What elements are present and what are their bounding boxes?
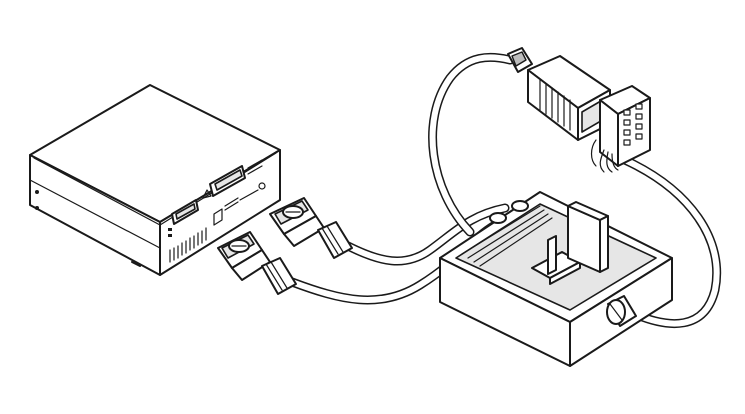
- cable-right-connector-to-box: [343, 203, 510, 266]
- main-unit: [29, 84, 281, 276]
- terminal-screws: [623, 103, 643, 146]
- foot-icon: [35, 190, 39, 194]
- led-icon: [168, 234, 172, 237]
- module-plug: [507, 47, 533, 73]
- foot-icon: [35, 206, 39, 210]
- rating-label: [213, 197, 239, 226]
- warning-icon: [202, 189, 212, 199]
- terminal-wires: [590, 139, 619, 173]
- cable-entry-top: [489, 200, 529, 224]
- vent-slits: [169, 227, 207, 263]
- cable-box-to-module-plug: [428, 52, 515, 237]
- d-sub-socket-right: [209, 165, 246, 197]
- d-sub-connector-right: [269, 197, 353, 259]
- heat-fins: [539, 79, 571, 131]
- mounting-bracket: [531, 201, 609, 285]
- module-stack: [507, 47, 651, 173]
- led-icon: [168, 228, 172, 231]
- screw-icon: [258, 182, 266, 190]
- cable-gland: [606, 295, 637, 327]
- d-sub-socket-left: [171, 199, 199, 225]
- terminal-box: [439, 191, 673, 367]
- cable-module-to-gland: [620, 155, 722, 328]
- d-sub-connector-left: [217, 231, 297, 295]
- front-panel: [168, 159, 266, 263]
- inner-wall-hatch: [461, 205, 553, 267]
